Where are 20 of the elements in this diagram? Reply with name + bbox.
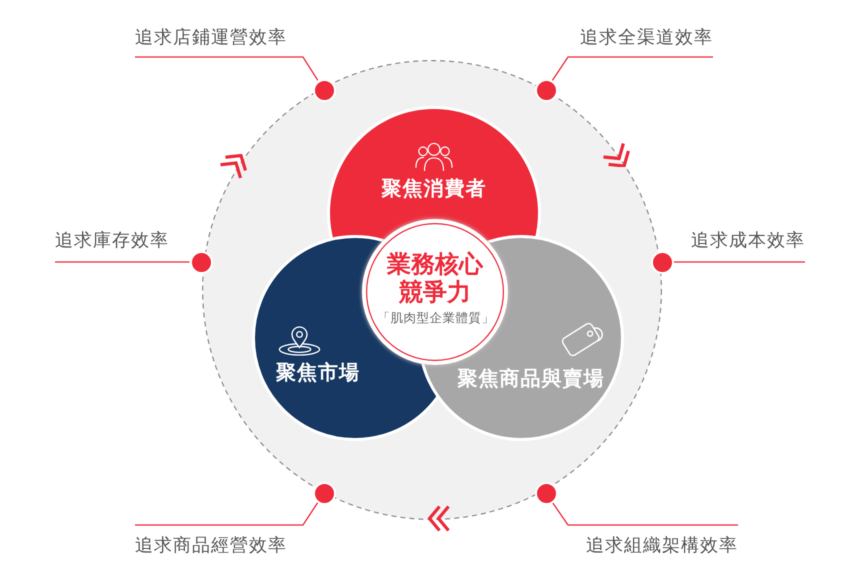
leader-line (674, 261, 805, 263)
leader-line (55, 261, 190, 263)
goal-label: 追求組織架構效率 (568, 525, 738, 557)
dot-marker (534, 78, 558, 102)
leader-line (552, 502, 738, 526)
dot-marker (190, 250, 212, 274)
cycle-ring (202, 60, 662, 520)
leader-line (552, 56, 713, 81)
leader-line (135, 56, 318, 81)
focus-title: 聚焦商品與賣場 (458, 366, 604, 390)
goal-label: 追求商品經營效率 (135, 525, 303, 557)
core-subtitle: 「肌肉型企業體質」 (378, 310, 494, 326)
core-title: 業務核心競爭力 (386, 250, 484, 306)
leader-line (135, 502, 318, 526)
goal-label: 追求店鋪運營效率 (135, 27, 303, 57)
goal-label: 追求庫存效率 (55, 230, 171, 262)
goal-label: 追求全渠道效率 (568, 27, 713, 57)
goal-label: 追求成本效率 (689, 230, 805, 262)
focus-title: 聚焦消費者 (382, 176, 486, 200)
focus-title: 聚焦市場 (276, 360, 360, 384)
